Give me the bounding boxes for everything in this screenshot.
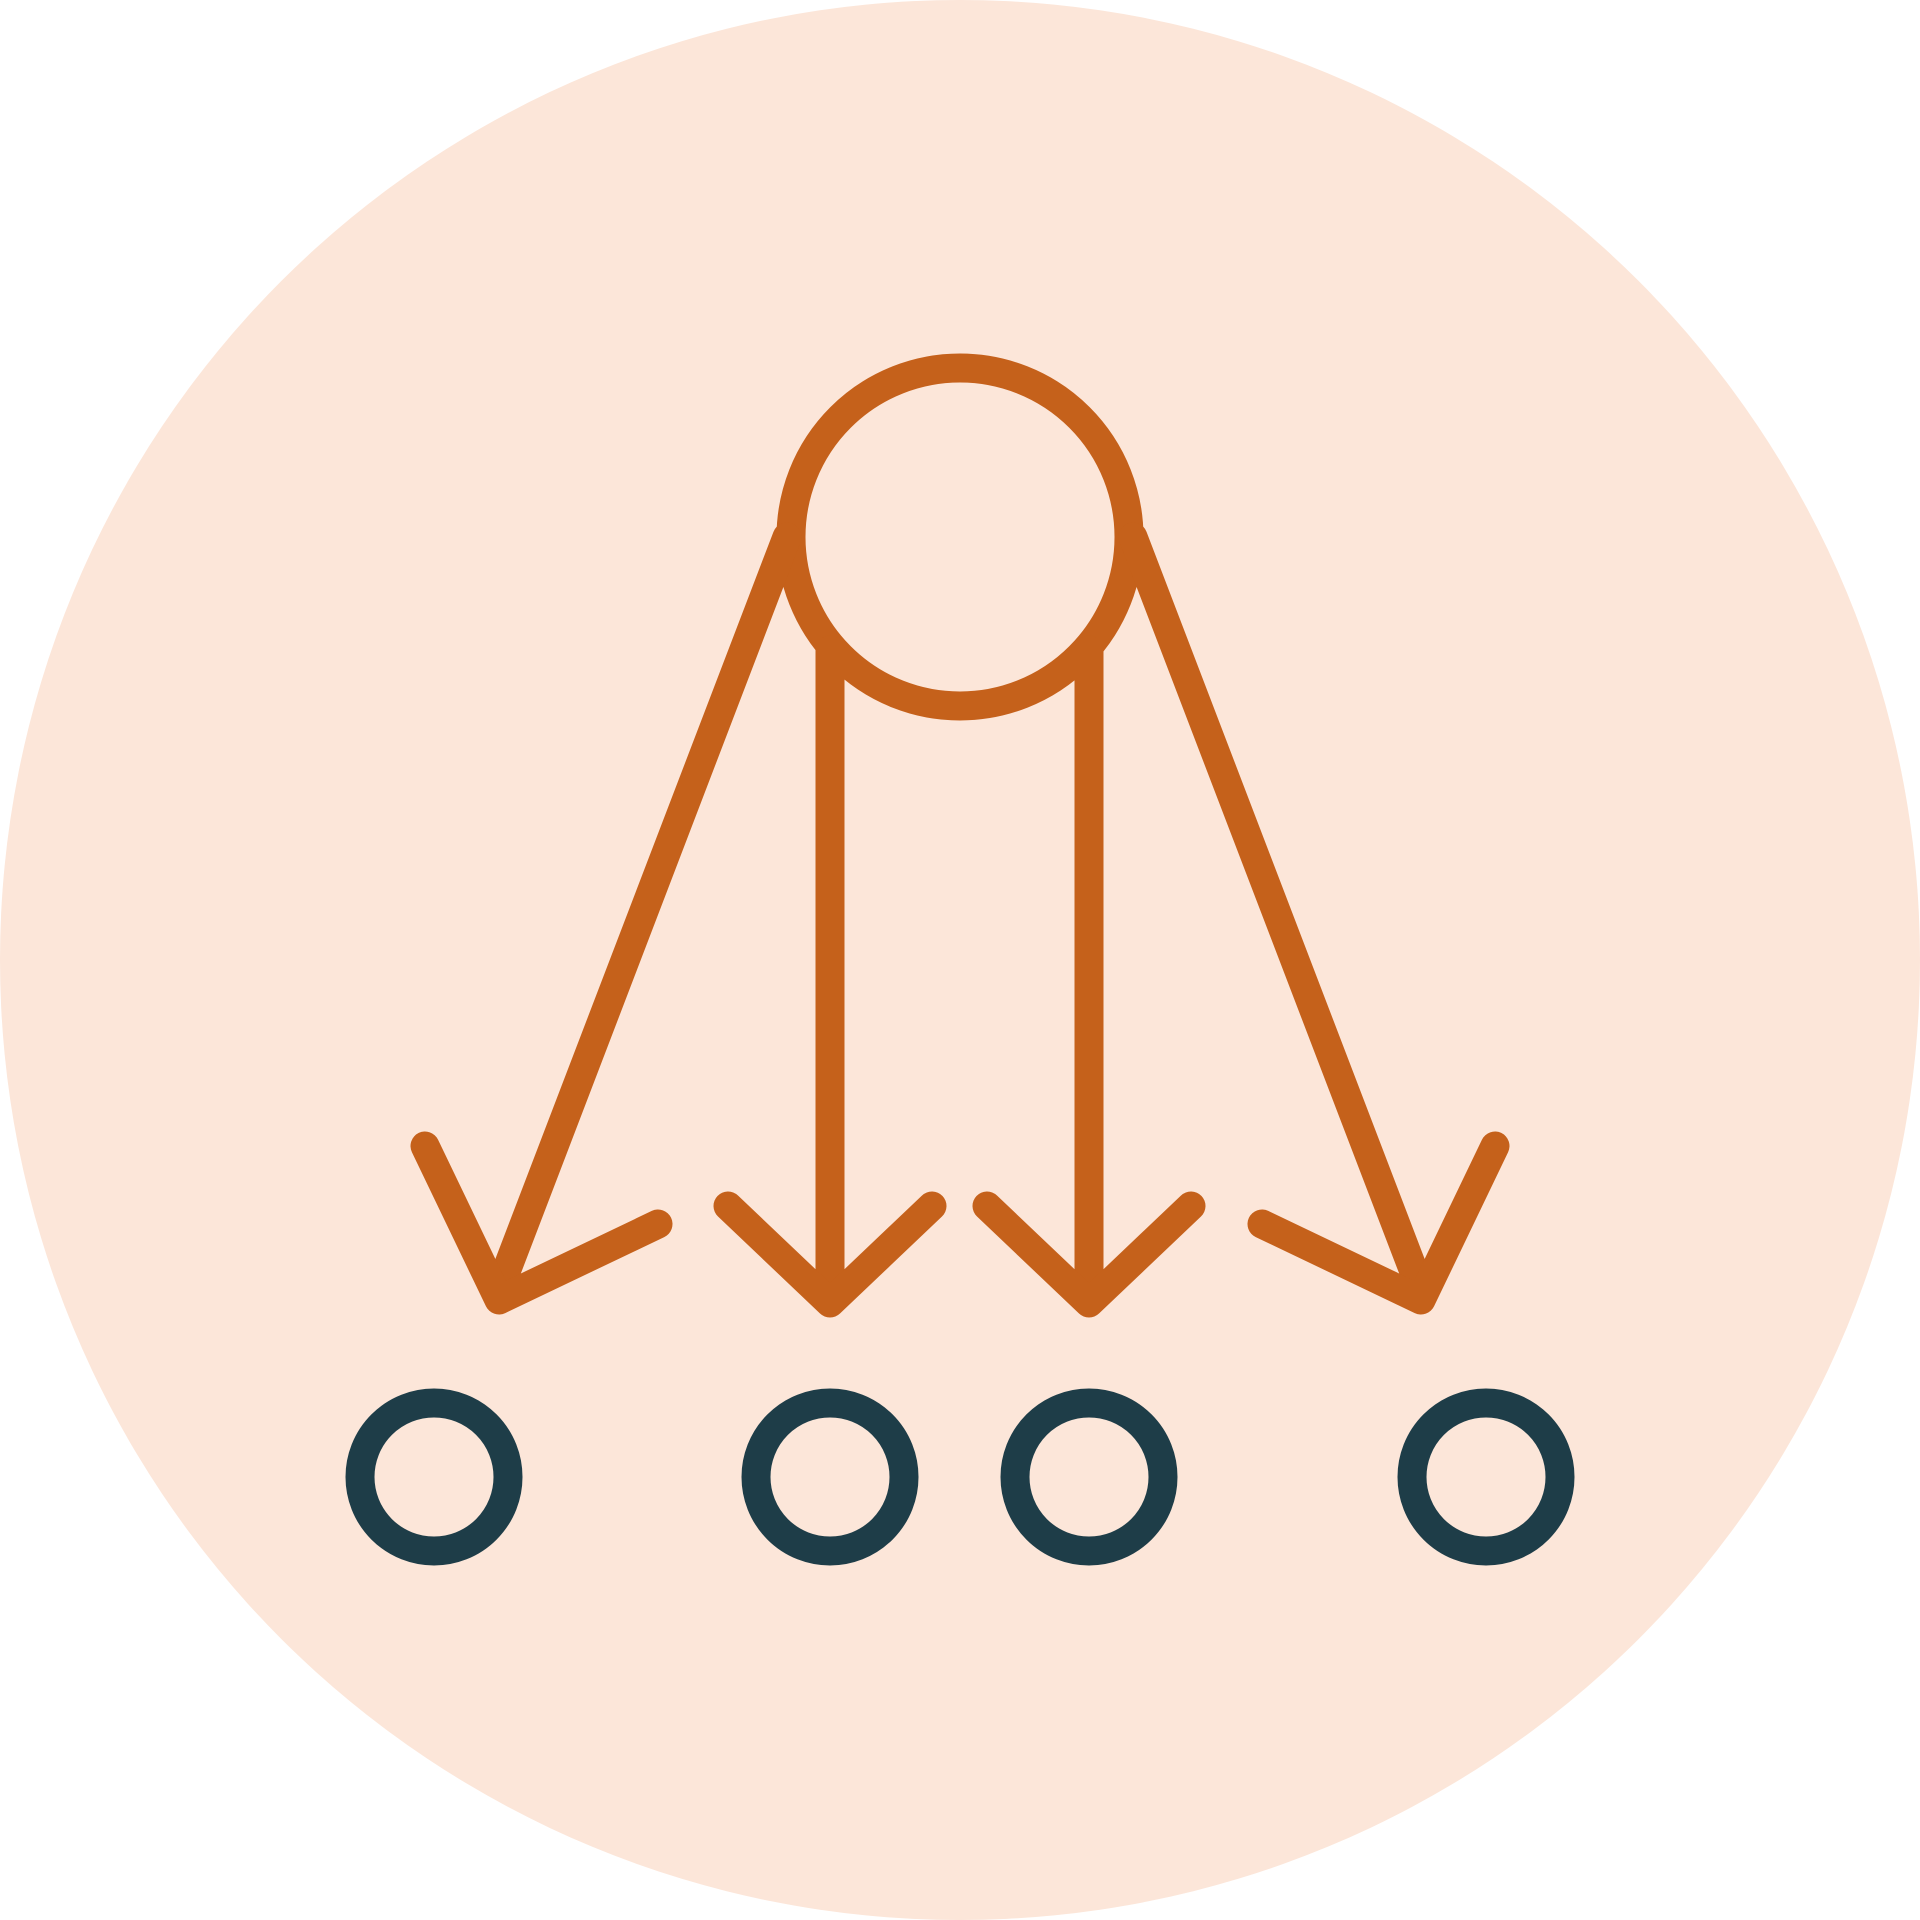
arrow-center-right-head bbox=[972, 1191, 1206, 1318]
arrow-far-right-icon bbox=[1118, 522, 1510, 1315]
arrow-far-left-icon bbox=[410, 522, 802, 1315]
arrow-center-left-icon bbox=[713, 635, 947, 1318]
target-circle-3-icon bbox=[1000, 1388, 1178, 1566]
target-circle-2-icon bbox=[741, 1388, 919, 1566]
arrows-group bbox=[410, 522, 1510, 1318]
arrow-far-left-shaft bbox=[484, 522, 802, 1305]
arrow-far-right-shaft bbox=[1118, 522, 1436, 1305]
target-circle-1-icon bbox=[345, 1388, 523, 1566]
arrow-center-right-icon bbox=[972, 635, 1206, 1318]
target-circle-4-icon bbox=[1397, 1388, 1575, 1566]
targets-group bbox=[345, 1388, 1575, 1566]
arrow-center-left-head bbox=[713, 1191, 947, 1318]
arrow-far-left-head bbox=[410, 1131, 673, 1315]
arrow-far-right-head bbox=[1247, 1131, 1510, 1315]
